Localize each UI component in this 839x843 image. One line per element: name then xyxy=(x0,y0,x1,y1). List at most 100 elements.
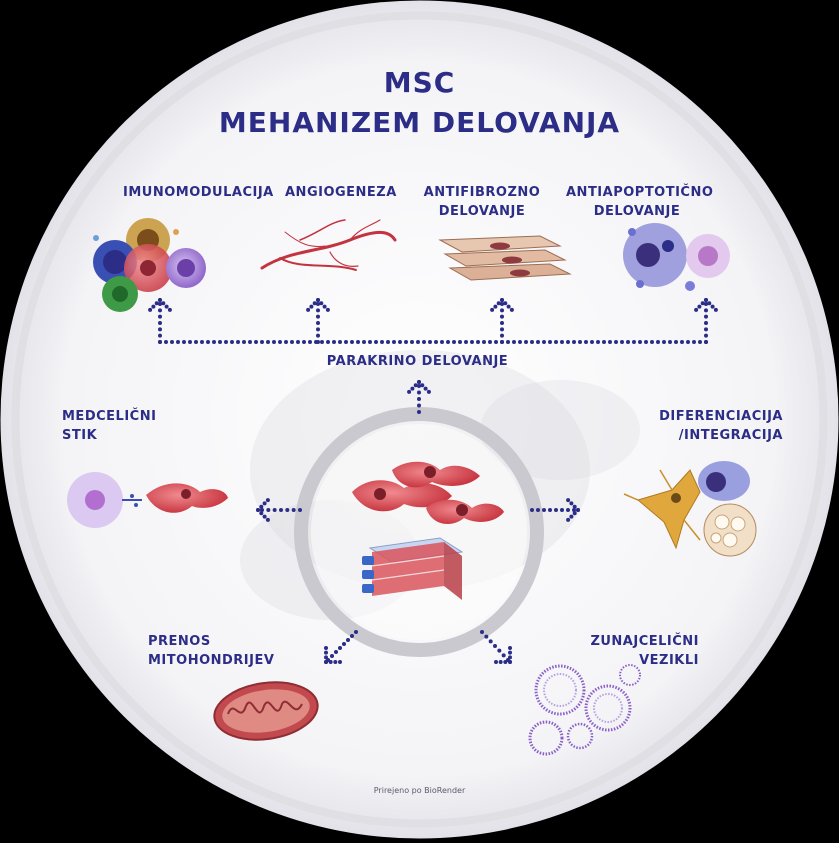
left-arrowhead-dot xyxy=(263,515,267,519)
title-line2: MEHANIZEM DELOVANJA xyxy=(0,106,839,139)
paracrine-bar-dot xyxy=(638,340,642,344)
paracrine-branch-dot xyxy=(704,321,708,325)
paracrine-arrowhead-dot xyxy=(168,308,172,312)
paracrine-bar-dot xyxy=(176,340,180,344)
paracrine-arrowhead-dot xyxy=(161,301,165,305)
paracrine-bar-dot xyxy=(398,340,402,344)
down-right-arrow-dot xyxy=(497,649,501,653)
paracrine-bar-dot xyxy=(536,340,540,344)
right-arrow-dot xyxy=(572,508,576,512)
paracrine-bar-dot xyxy=(686,340,690,344)
paracrine-bar-dot xyxy=(554,340,558,344)
paracrine-arrowhead-dot xyxy=(326,308,330,312)
paracrine-bar-dot xyxy=(296,340,300,344)
center-up-arrow-dot xyxy=(417,404,421,408)
paracrine-bar-dot xyxy=(428,340,432,344)
paracrine-bar-dot xyxy=(476,340,480,344)
paracrine-arrowhead-dot xyxy=(711,305,715,309)
right-arrowhead-dot xyxy=(566,518,570,522)
paracrine-arrowhead-dot xyxy=(316,298,320,302)
paracrine-bar-dot xyxy=(662,340,666,344)
down-left-arrowhead-dot xyxy=(324,651,328,655)
paracrine-bar-dot xyxy=(632,340,636,344)
down-left-arrowhead-dot xyxy=(333,660,337,664)
watercolor-smudge xyxy=(480,380,640,480)
right-arrowhead-dot xyxy=(576,508,580,512)
paracrine-bar-dot xyxy=(680,340,684,344)
paracrine-bar-dot xyxy=(374,340,378,344)
paracrine-arrowhead-dot xyxy=(309,305,313,309)
paracrine-branch-dot xyxy=(158,340,162,344)
paracrine-arrowhead-dot xyxy=(714,308,718,312)
paracrine-arrowhead-dot xyxy=(503,301,507,305)
paracrine-bar-dot xyxy=(650,340,654,344)
paracrine-arrowhead-dot xyxy=(707,301,711,305)
paracrine-branch-dot xyxy=(158,334,162,338)
paracrine-bar-dot xyxy=(164,340,168,344)
paracrine-branch-dot xyxy=(158,308,162,312)
down-left-arrow-dot xyxy=(330,654,334,658)
fibroblast-layers-illustration xyxy=(440,236,570,280)
right-arrow-dot xyxy=(542,508,546,512)
paracrine-bar-dot xyxy=(386,340,390,344)
paracrine-bar-dot xyxy=(224,340,228,344)
paracrine-bar-dot xyxy=(668,340,672,344)
paracrine-branch-dot xyxy=(316,315,320,319)
down-left-arrow-dot xyxy=(354,630,358,634)
paracrine-branch-dot xyxy=(316,321,320,325)
right-arrow-dot xyxy=(566,508,570,512)
paracrine-bar-dot xyxy=(674,340,678,344)
down-left-arrow-dot xyxy=(334,650,338,654)
paracrine-bar-dot xyxy=(524,340,528,344)
paracrine-arrowhead-dot xyxy=(497,301,501,305)
down-left-arrowhead-dot xyxy=(324,646,328,650)
paracrine-branch-dot xyxy=(704,308,708,312)
paracrine-bar-dot xyxy=(182,340,186,344)
down-left-arrowhead-dot xyxy=(324,655,328,659)
paracrine-branch-dot xyxy=(704,334,708,338)
center-up-arrow-dot xyxy=(417,384,421,388)
paracrine-bar-dot xyxy=(242,340,246,344)
left-arrowhead-dot xyxy=(259,505,263,509)
paracrine-bar-dot xyxy=(572,340,576,344)
down-left-arrow-dot xyxy=(350,634,354,638)
paracrine-bar-dot xyxy=(236,340,240,344)
label-angiogenesis: ANGIOGENEZA xyxy=(285,183,395,202)
left-arrow-dot xyxy=(260,508,264,512)
paracrine-bar-dot xyxy=(512,340,516,344)
left-arrow-dot xyxy=(273,508,277,512)
center-up-arrowhead-dot xyxy=(414,383,418,387)
paracrine-branch-dot xyxy=(316,327,320,331)
paracrine-bar-dot xyxy=(464,340,468,344)
paracrine-bar-dot xyxy=(440,340,444,344)
right-arrowhead-dot xyxy=(566,498,570,502)
credit-text: Prirejeno po BioRender xyxy=(0,786,839,795)
paracrine-branch-dot xyxy=(704,302,708,306)
left-arrowhead-dot xyxy=(263,501,267,505)
paracrine-branch-dot xyxy=(158,302,162,306)
paracrine-bar-dot xyxy=(200,340,204,344)
paracrine-branch-dot xyxy=(500,321,504,325)
paracrine-bar-dot xyxy=(392,340,396,344)
paracrine-branch-dot xyxy=(500,340,504,344)
paracrine-arrowhead-dot xyxy=(151,305,155,309)
down-right-arrowhead-dot xyxy=(508,655,512,659)
paracrine-bar-dot xyxy=(620,340,624,344)
center-up-arrowhead-dot xyxy=(420,383,424,387)
paracrine-bar-dot xyxy=(692,340,696,344)
paracrine-branch-dot xyxy=(500,315,504,319)
paracrine-bar-dot xyxy=(380,340,384,344)
right-arrow-dot xyxy=(560,508,564,512)
paracrine-bar-dot xyxy=(488,340,492,344)
paracrine-bar-dot xyxy=(272,340,276,344)
left-arrowhead-dot xyxy=(266,498,270,502)
down-left-arrowhead-dot xyxy=(329,660,333,664)
right-arrowhead-dot xyxy=(573,511,577,515)
paracrine-bar-dot xyxy=(344,340,348,344)
paracrine-bar-dot xyxy=(578,340,582,344)
paracrine-bar-dot xyxy=(626,340,630,344)
paracrine-arrowhead-dot xyxy=(319,301,323,305)
right-arrowhead-dot xyxy=(569,501,573,505)
paracrine-bar-dot xyxy=(446,340,450,344)
